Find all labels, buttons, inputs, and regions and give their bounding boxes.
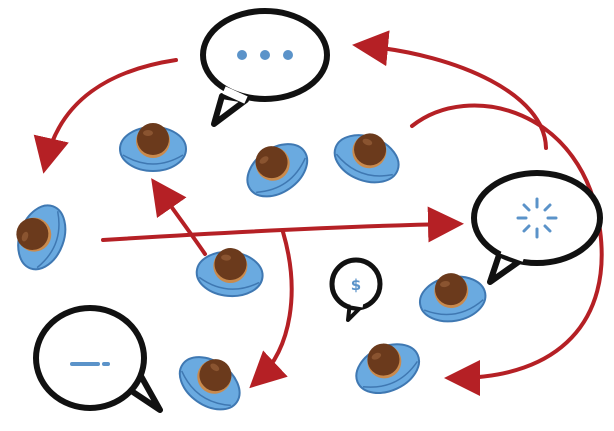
key-bubble <box>33 305 163 413</box>
person-top-right <box>327 122 408 192</box>
spinner-icon <box>516 197 558 239</box>
person-top-left <box>119 122 187 172</box>
person-right <box>414 266 491 328</box>
arrow-bubble-to-left-person <box>33 58 178 174</box>
money-bubble: $ <box>329 257 383 322</box>
arrow-center-to-top-person <box>151 178 207 256</box>
person-bottom-center <box>169 342 253 422</box>
arrow-right-to-top-bubble <box>352 30 548 150</box>
typing-bubble <box>200 8 330 127</box>
loading-bubble <box>471 170 603 285</box>
ellipsis-icon <box>237 50 293 60</box>
person-left <box>5 196 75 277</box>
arrow-down-to-bottom-person <box>249 230 294 389</box>
dollar-icon: $ <box>351 276 361 294</box>
arrow-long-horizontal <box>101 206 464 243</box>
person-bottom-right <box>345 330 428 404</box>
person-top-center <box>234 129 318 209</box>
